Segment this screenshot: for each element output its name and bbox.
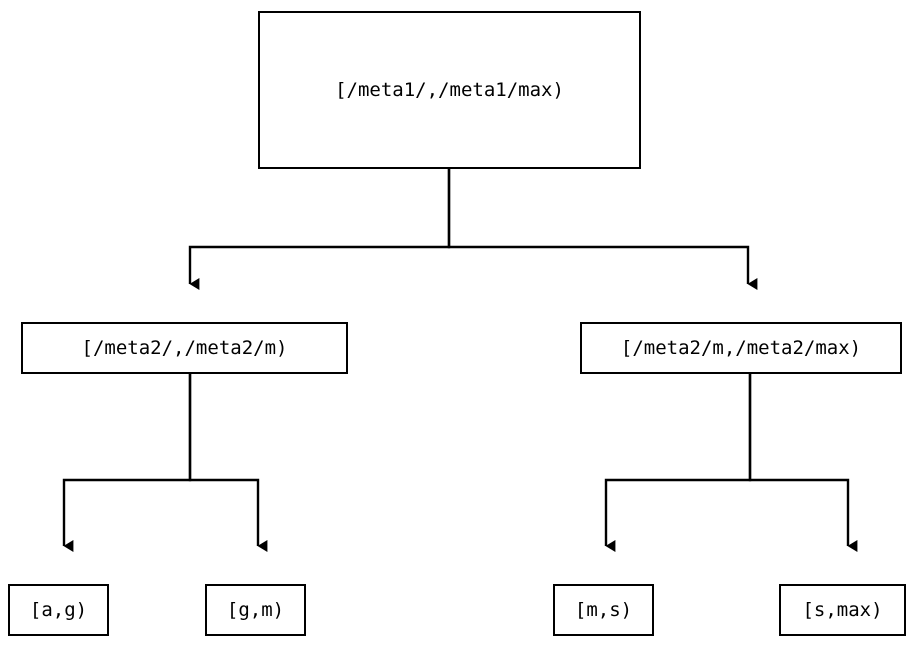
edge-mid-left-to-leaf-2 [188,373,268,552]
node-leaf-m-s-label: [m,s) [574,598,633,621]
edge-mid-right-to-leaf-4 [748,373,858,552]
node-leaf-a-g[interactable]: [a,g) [8,584,109,636]
node-root[interactable]: [/meta1/,/meta1/max) [258,11,641,169]
node-leaf-m-s[interactable]: [m,s) [553,584,654,636]
node-mid-left[interactable]: [/meta2/,/meta2/m) [21,322,348,374]
node-mid-right-label: [/meta2/m,/meta2/max) [620,336,862,359]
edge-root-to-mid-right [447,168,758,290]
node-root-label: [/meta1/,/meta1/max) [335,78,564,101]
node-leaf-s-max-label: [s,max) [802,598,883,621]
edge-mid-left-to-leaf-1 [62,373,192,552]
edge-root-to-mid-left [188,168,451,290]
node-mid-right[interactable]: [/meta2/m,/meta2/max) [580,322,902,374]
node-leaf-g-m-label: [g,m) [226,598,285,621]
node-leaf-s-max[interactable]: [s,max) [779,584,906,636]
edge-mid-right-to-leaf-3 [604,373,752,552]
node-leaf-g-m[interactable]: [g,m) [205,584,306,636]
node-mid-left-label: [/meta2/,/meta2/m) [81,336,288,359]
node-leaf-a-g-label: [a,g) [29,598,88,621]
